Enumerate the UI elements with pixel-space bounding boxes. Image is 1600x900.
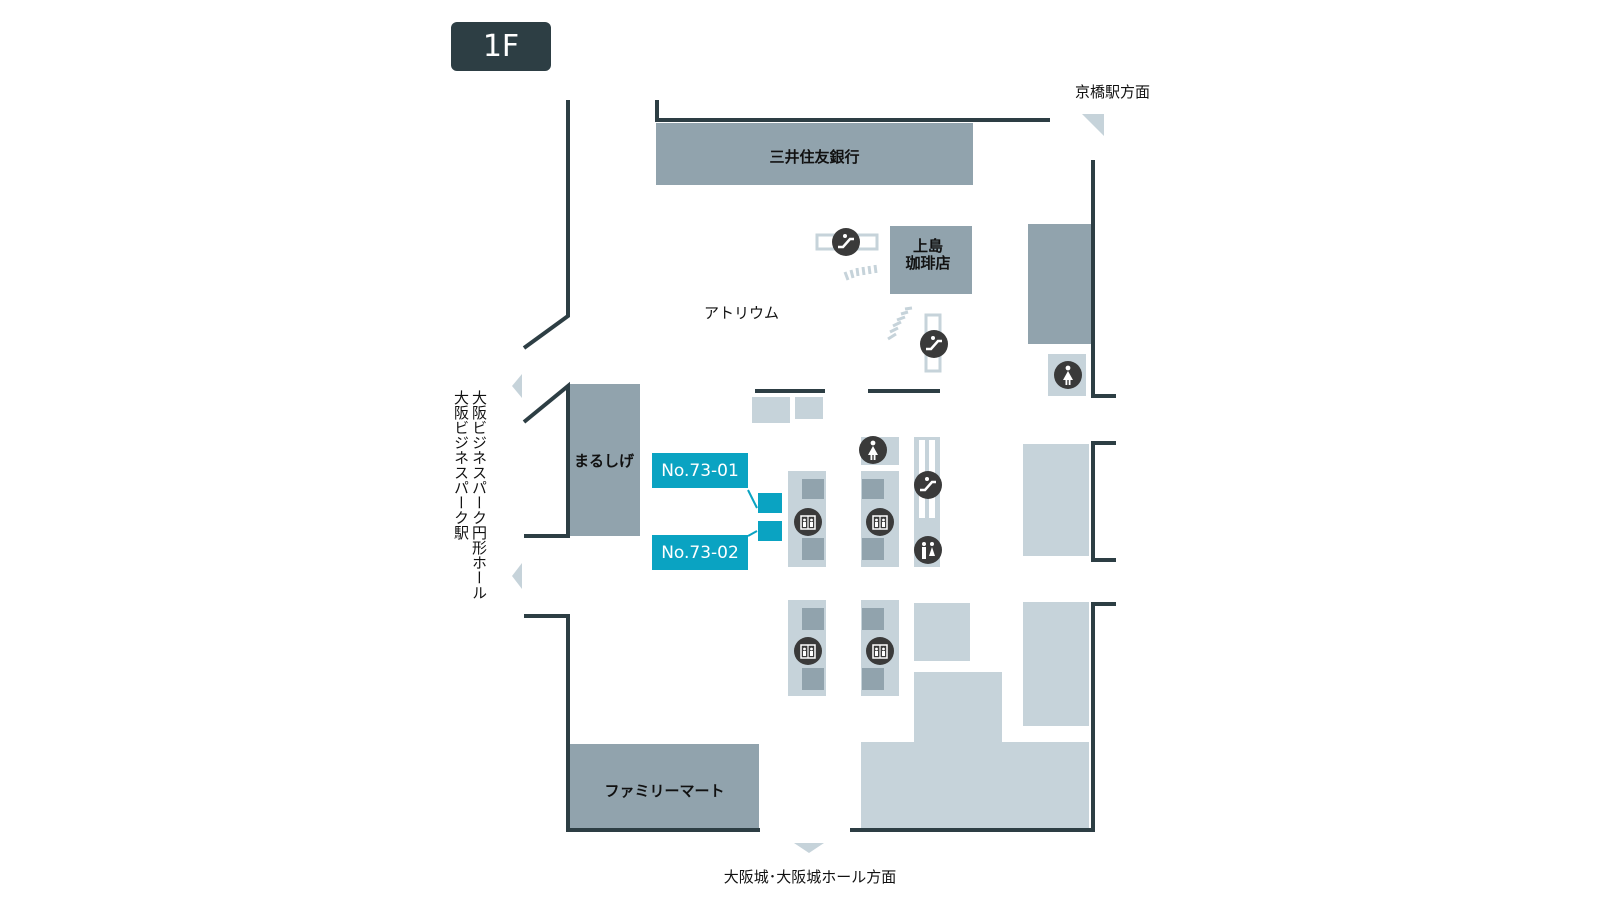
elevator-icon xyxy=(866,508,894,536)
direction-kyobashi: 京橋駅方面 xyxy=(1075,83,1151,101)
light-areas xyxy=(752,354,1089,828)
elevator-icon xyxy=(866,637,894,665)
area-center-right xyxy=(914,603,970,661)
stores xyxy=(568,123,1092,828)
arrow-south-icon xyxy=(794,843,824,853)
store-cafe-label: 上島 珈琲店 xyxy=(888,238,968,272)
marker-connectors xyxy=(747,489,782,541)
women-restroom-icon xyxy=(1054,361,1082,389)
elevator-icon xyxy=(794,637,822,665)
arrow-west-upper-icon xyxy=(512,374,522,398)
arrow-northeast-icon xyxy=(1082,114,1104,136)
escalator-icon xyxy=(914,471,942,499)
direction-obp-hall: 大阪ビジネスパーク円形ホール xyxy=(470,390,488,600)
marker-tag-73-02[interactable]: No.73-02 xyxy=(652,535,748,570)
marker-square-73-01 xyxy=(758,493,782,513)
area-south-east xyxy=(861,672,1089,828)
store-familymart-label: ファミリーマート xyxy=(604,782,725,800)
floor-label: 1F xyxy=(451,22,551,71)
restroom-icon xyxy=(914,536,942,564)
elevator-icon xyxy=(794,508,822,536)
area-east-lower xyxy=(1023,602,1089,726)
store-familymart xyxy=(570,744,759,828)
area-atrium-block-1 xyxy=(752,397,790,423)
store-marushige xyxy=(568,384,640,536)
marker-square-73-02 xyxy=(758,521,782,541)
arrow-west-lower-icon xyxy=(512,563,522,589)
store-bank xyxy=(656,123,973,185)
walls xyxy=(522,100,1116,832)
women-restroom-icon xyxy=(859,436,887,464)
icons xyxy=(794,228,1082,665)
store-cafe-label-line1: 上島 xyxy=(912,237,943,255)
direction-obp-station: 大阪ビジネスパーク駅 xyxy=(452,390,470,540)
escalator-steps-upper xyxy=(843,264,878,281)
area-atrium-block-2 xyxy=(795,397,823,419)
area-east-middle xyxy=(1023,444,1089,556)
direction-arrows xyxy=(512,114,1104,853)
direction-osakajo: 大阪城･大阪城ホール方面 xyxy=(723,868,897,886)
store-cafe xyxy=(890,226,972,294)
escalator-steps-lower xyxy=(887,306,913,341)
marker-tag-73-01[interactable]: No.73-01 xyxy=(652,453,748,488)
store-cafe-label-line2: 珈琲店 xyxy=(905,254,951,272)
store-bank-label: 三井住友銀行 xyxy=(769,148,860,166)
atrium-label: アトリウム xyxy=(704,304,780,322)
store-marushige-label: まるしげ xyxy=(573,452,634,470)
store-east-top xyxy=(1028,224,1092,344)
escalator-icon xyxy=(920,330,948,358)
escalator-icon xyxy=(832,228,860,256)
